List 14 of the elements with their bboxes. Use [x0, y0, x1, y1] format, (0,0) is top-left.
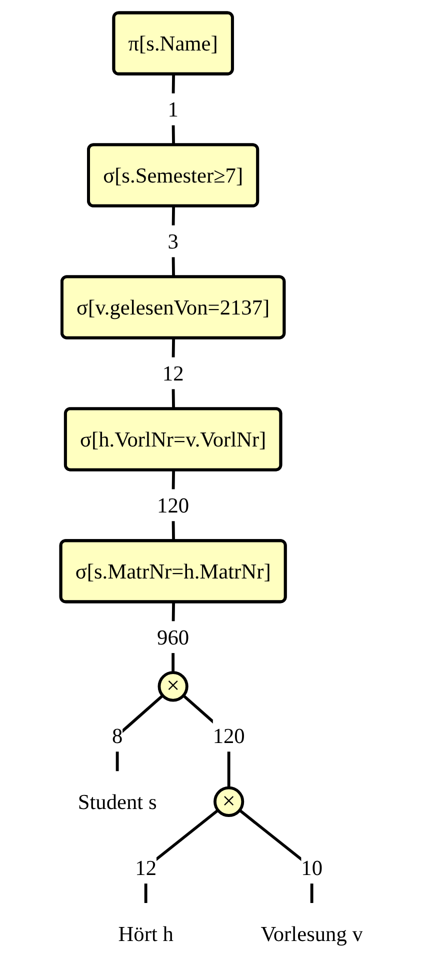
edge-label: 960 [157, 625, 190, 650]
node-text: Vorlesung v [260, 921, 364, 946]
edge-label: 1 [168, 97, 178, 122]
node-text: Student s [78, 790, 157, 814]
edge-label: 120 [212, 724, 245, 748]
edge-label: 3 [168, 229, 178, 254]
node-circle: × [158, 671, 188, 702]
edge-label: 12 [135, 856, 157, 880]
edge-label: 12 [162, 361, 184, 386]
node-text: Hört h [118, 921, 174, 946]
edge-label: 10 [301, 856, 323, 880]
edge-label: 120 [157, 493, 190, 518]
node-circle: × [214, 786, 244, 817]
edge-label: 8 [112, 724, 123, 748]
